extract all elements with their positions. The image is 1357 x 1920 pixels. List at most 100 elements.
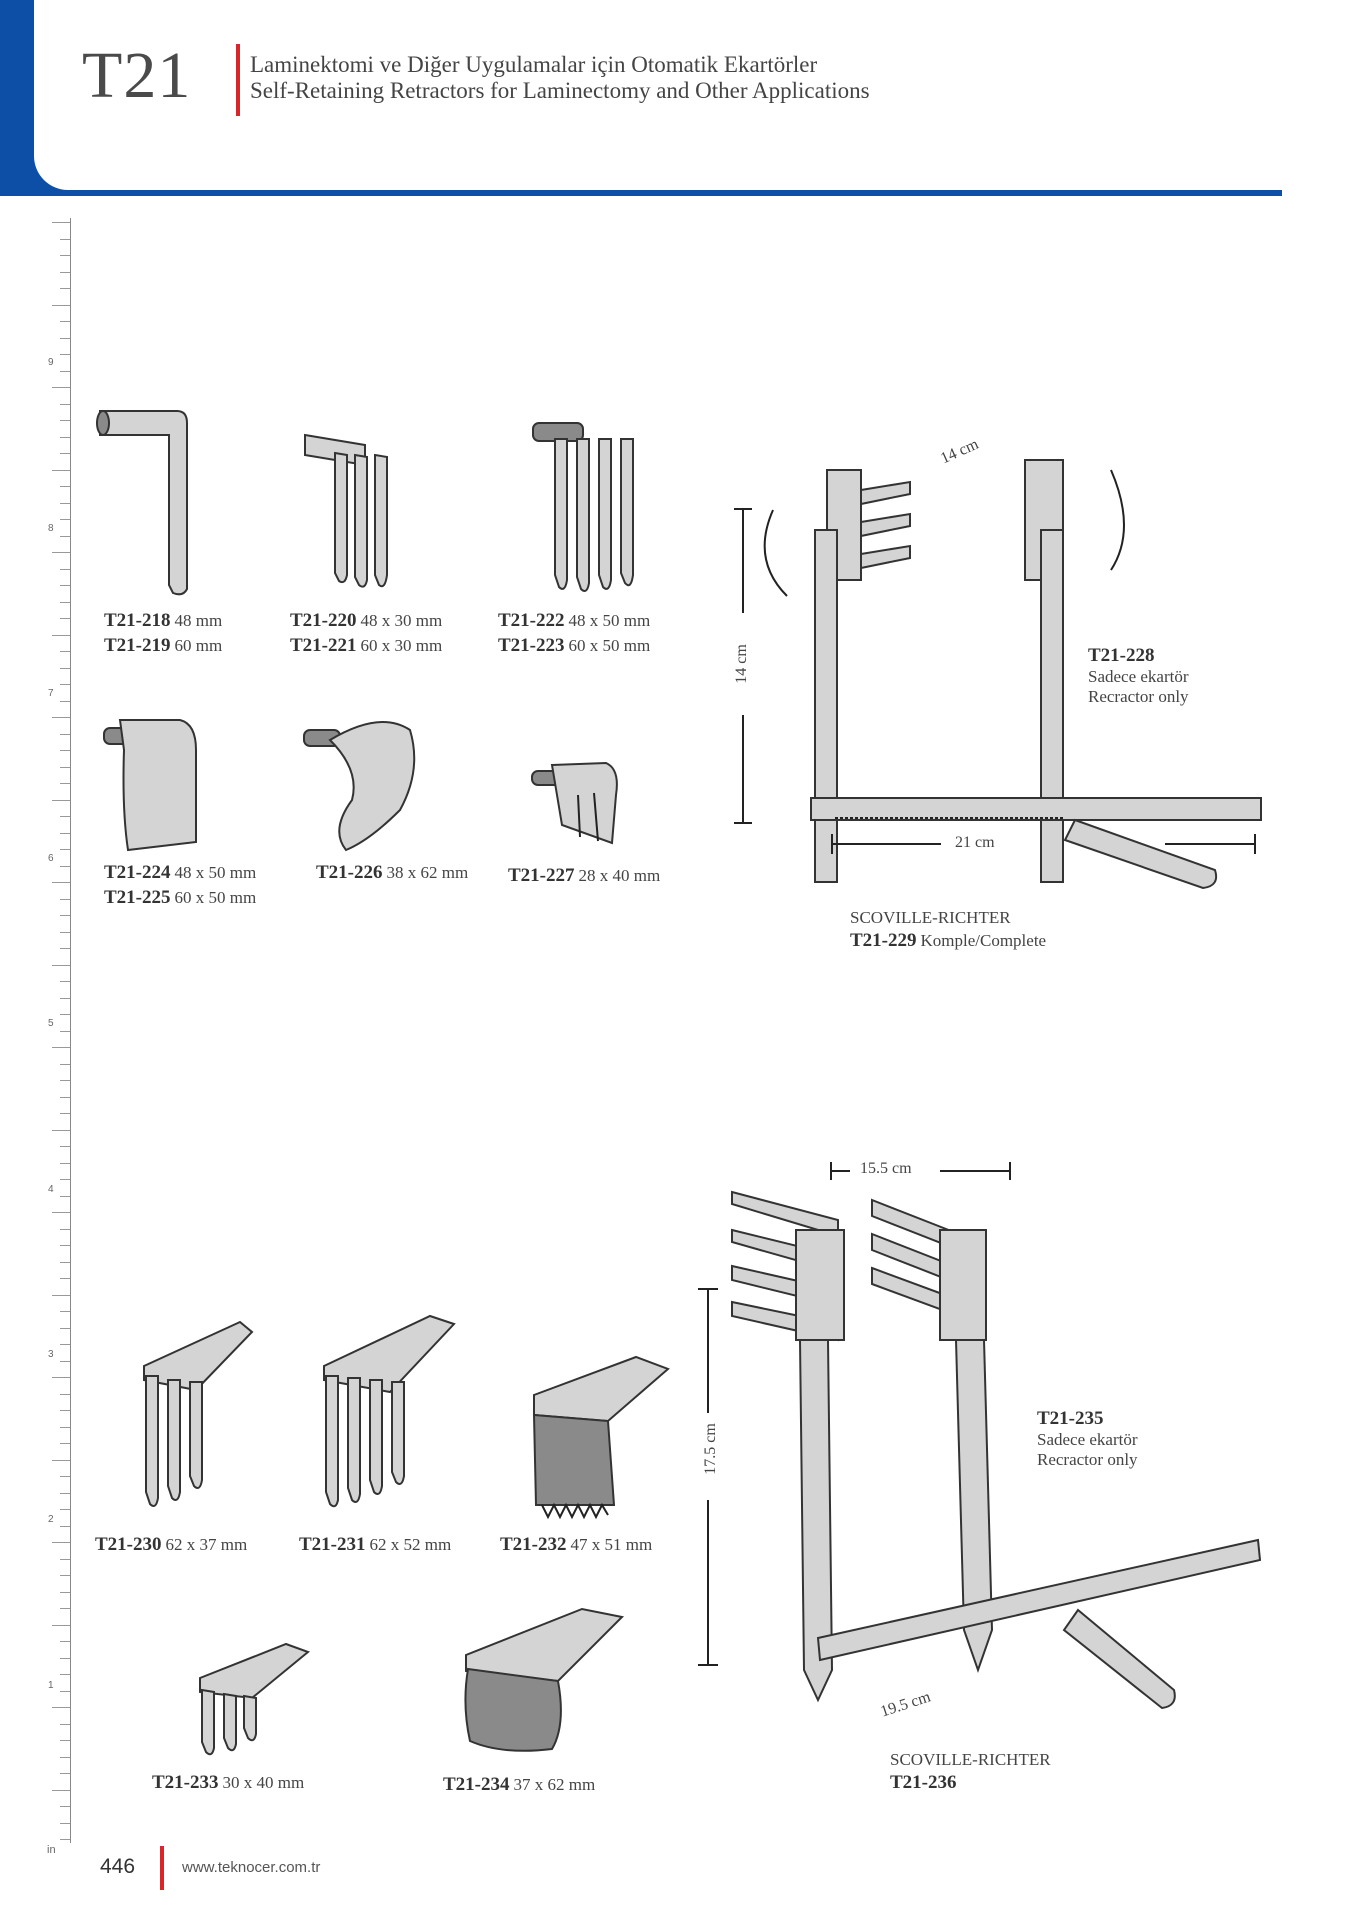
ruler-tick bbox=[60, 1360, 70, 1362]
ruler-tick bbox=[52, 717, 70, 718]
ruler-tick bbox=[52, 799, 70, 801]
ruler-tick bbox=[52, 1129, 70, 1131]
ruler-tick bbox=[60, 535, 70, 537]
ruler-tick bbox=[60, 1723, 70, 1725]
ruler-tick bbox=[52, 1707, 70, 1708]
ruler-tick bbox=[60, 1327, 70, 1329]
bar-marker-left bbox=[831, 843, 941, 845]
ruler-tick bbox=[60, 1162, 70, 1164]
product-dimension: 60 x 50 mm bbox=[568, 636, 651, 655]
ruler-tick bbox=[60, 1740, 70, 1741]
ruler-tick bbox=[60, 1839, 70, 1840]
height-marker-top bbox=[707, 1288, 709, 1413]
ruler-tick bbox=[60, 1014, 70, 1015]
height-marker-cap bbox=[734, 508, 752, 510]
bar-marker-right bbox=[1165, 843, 1255, 845]
product-dimension: 48 x 50 mm bbox=[174, 863, 257, 882]
product-label-t21-219: T21-219 60 mm bbox=[104, 635, 222, 657]
product-label-t21-223: T21-223 60 x 50 mm bbox=[498, 635, 650, 657]
width-marker-left bbox=[830, 1170, 850, 1172]
ruler-tick bbox=[60, 1146, 70, 1147]
product-dimension: 37 x 62 mm bbox=[513, 1775, 596, 1794]
product-code: T21-229 bbox=[850, 930, 917, 951]
brand-scoville-richter: SCOVILLE-RICHTER bbox=[850, 908, 1011, 927]
ruler-tick bbox=[60, 1641, 70, 1642]
product-code: T21-235 bbox=[1037, 1408, 1104, 1429]
ruler-tick bbox=[60, 1822, 70, 1824]
ruler-tick bbox=[60, 420, 70, 421]
ruler-number: 9 bbox=[48, 357, 54, 368]
ruler-tick bbox=[60, 997, 70, 999]
ruler-tick bbox=[60, 519, 70, 520]
retractor-blade-218-image bbox=[96, 410, 188, 596]
ruler-tick bbox=[52, 882, 70, 883]
product-code: T21-220 bbox=[290, 610, 357, 631]
blade-text-en: Recractor only bbox=[1037, 1450, 1138, 1469]
product-label-t21-230: T21-230 62 x 37 mm bbox=[95, 1534, 247, 1556]
ruler-tick bbox=[60, 849, 70, 850]
ruler-tick bbox=[60, 1525, 70, 1527]
retractor-blade-231-image bbox=[323, 1314, 456, 1508]
product-code: T21-231 bbox=[299, 1534, 366, 1555]
ruler-tick bbox=[60, 453, 70, 454]
ruler-tick bbox=[60, 288, 70, 289]
ruler-tick bbox=[60, 1674, 70, 1675]
ruler-tick bbox=[60, 931, 70, 933]
height-label-17-5cm: 17.5 cm bbox=[701, 1423, 719, 1475]
height-label-14cm: 14 cm bbox=[732, 644, 750, 684]
height-marker-bottom bbox=[742, 715, 744, 823]
product-dimension: 62 x 37 mm bbox=[165, 1535, 248, 1554]
product-code: T21-223 bbox=[498, 635, 565, 656]
product-label-t21-231: T21-231 62 x 52 mm bbox=[299, 1534, 451, 1556]
page-number: 446 bbox=[100, 1855, 136, 1878]
ruler-tick bbox=[60, 337, 70, 339]
product-label-t21-232: T21-232 47 x 51 mm bbox=[500, 1534, 652, 1556]
product-code: T21-219 bbox=[104, 635, 171, 656]
ruler-tick bbox=[60, 766, 70, 768]
ruler-tick bbox=[60, 354, 70, 355]
ruler-tick bbox=[52, 1047, 70, 1048]
ruler-tick bbox=[60, 1443, 70, 1444]
ruler-tick bbox=[60, 1393, 70, 1395]
ruler-tick bbox=[60, 1278, 70, 1279]
scoville-richter-retractor-2-image bbox=[731, 1190, 1262, 1710]
ruler-number: 2 bbox=[48, 1514, 54, 1525]
ruler-tick bbox=[60, 585, 70, 586]
product-dimension: 48 x 50 mm bbox=[568, 611, 651, 630]
website-link[interactable]: www.teknocer.com.tr bbox=[182, 1859, 321, 1876]
ruler-tick bbox=[60, 816, 70, 817]
ruler-tick bbox=[60, 948, 70, 949]
product-dimension: 47 x 51 mm bbox=[570, 1535, 653, 1554]
product-dimension: 38 x 62 mm bbox=[386, 863, 469, 882]
ruler-tick bbox=[60, 1756, 70, 1758]
ruler-tick bbox=[60, 271, 70, 273]
ruler-tick bbox=[60, 370, 70, 372]
ruler-tick bbox=[60, 486, 70, 487]
retractor-blade-220-image bbox=[304, 433, 388, 588]
complete-text: Komple/Complete bbox=[920, 931, 1047, 950]
ruler-tick bbox=[60, 1195, 70, 1197]
product-code: T21-228 bbox=[1088, 645, 1155, 666]
product-dimension: 28 x 40 mm bbox=[578, 866, 661, 885]
product-code: T21-226 bbox=[316, 862, 383, 883]
ruler-tick bbox=[60, 1476, 70, 1477]
ruler-tick bbox=[60, 1690, 70, 1692]
ruler-tick bbox=[60, 1113, 70, 1114]
width-label-15-5cm: 15.5 cm bbox=[860, 1160, 912, 1177]
ruler-tick bbox=[60, 1228, 70, 1230]
ruler-tick bbox=[60, 865, 70, 867]
footer-divider bbox=[160, 1846, 164, 1890]
header-divider bbox=[236, 44, 240, 116]
ruler-tick bbox=[60, 783, 70, 784]
product-dimension: 48 mm bbox=[174, 611, 223, 630]
blade-text-en: Recractor only bbox=[1088, 687, 1189, 706]
ruler-tick bbox=[52, 1542, 70, 1543]
ruler-tick bbox=[60, 618, 70, 619]
ruler-tick bbox=[60, 1509, 70, 1510]
complete-code-t21-236: T21-236 bbox=[890, 1772, 957, 1793]
ruler-tick bbox=[52, 1294, 70, 1296]
retractor-blade-234-image bbox=[464, 1607, 625, 1752]
ruler-tick bbox=[52, 1212, 70, 1213]
blade-text-tr: Sadece ekartör bbox=[1037, 1430, 1138, 1449]
product-label-t21-225: T21-225 60 x 50 mm bbox=[104, 887, 256, 909]
